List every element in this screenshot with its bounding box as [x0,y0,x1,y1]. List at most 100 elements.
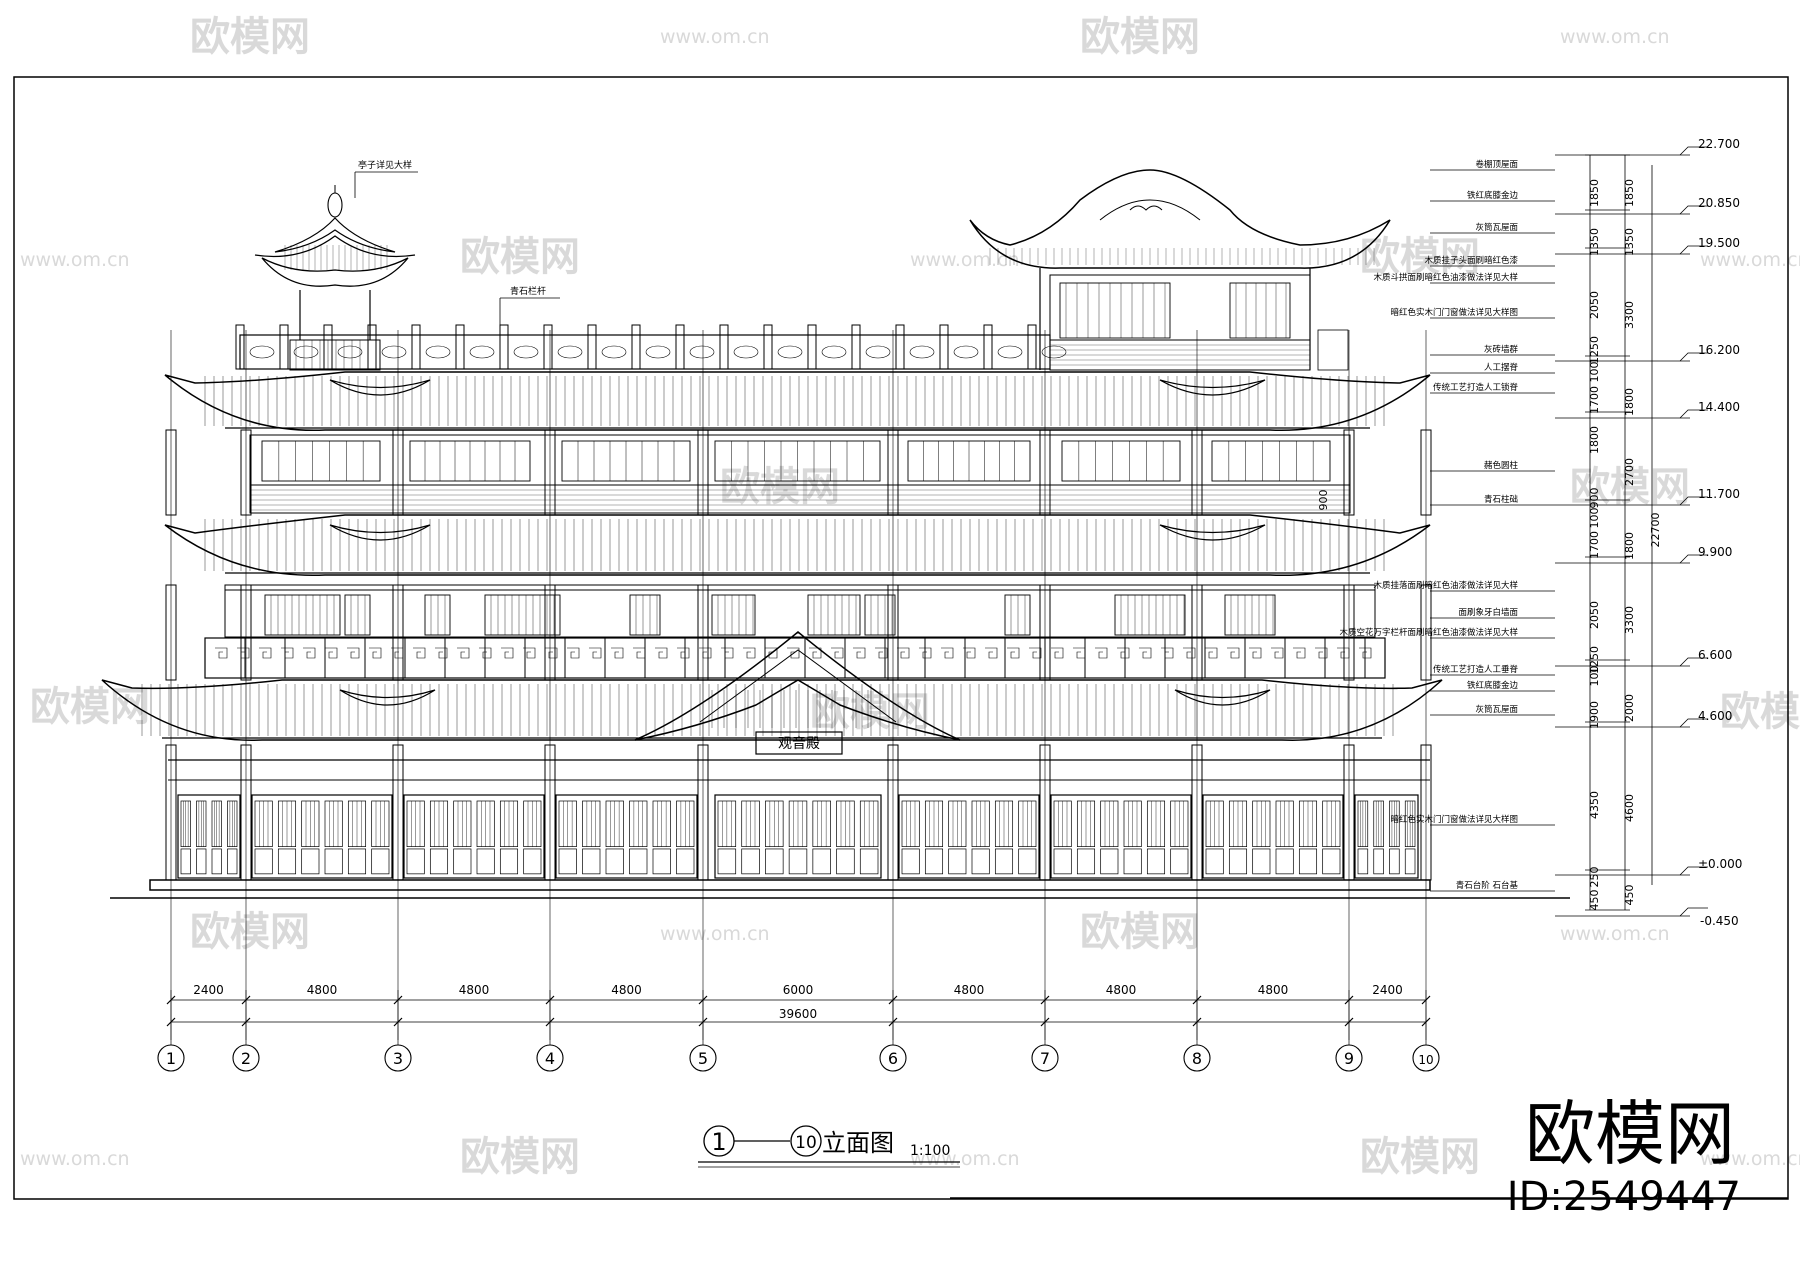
axis-marker: 4 [536,990,564,1072]
watermark-logo: 欧模网 [190,14,310,60]
column [1039,744,1051,881]
callout: 传统工艺打造人工锁脊 [1430,382,1555,394]
balustrade-post [939,324,949,370]
window [424,594,451,636]
watermark-url: www.om.cn [20,249,130,271]
axis-marker: 2 [232,990,260,1072]
elevation-mark: 6.600 [1555,648,1732,667]
railing-fret [303,647,316,659]
watermark-logo: 欧模网 [190,909,310,955]
window [261,440,381,482]
door-bay [1050,794,1192,879]
callout-text: 青石台阶 石台基 [1456,880,1519,891]
railing-fret [1205,647,1218,659]
railing-fret [1073,647,1086,659]
door-bay [898,794,1040,879]
door-bay [555,794,698,879]
elevation-value: 22.700 [1698,137,1740,151]
door-bay [403,794,545,879]
railing-fret [985,647,998,659]
railing-fret [611,647,624,659]
callout-text: 暗红色实木门门窗做法详见大样图 [1390,814,1518,825]
vertical-dimensions: 1850135020501250100170018009001001700205… [1317,154,1662,911]
railing-fret [809,647,822,659]
balustrade-cloud-panel [733,345,759,359]
watermark-logo: 欧模网 [460,1134,580,1180]
railing-fret [1007,647,1020,659]
watermark-layer: 欧模网欧模网欧模网欧模网欧模网欧模网欧模网欧模网欧模网欧模网欧模网欧模网欧模网w… [20,14,1800,1180]
railing-fret [743,647,756,659]
window [344,594,371,636]
column [165,744,177,881]
roof-pavilion [254,185,416,371]
callout-text: 铁红底膝金边 [1467,680,1519,691]
balustrade-cloud-panel [953,345,979,359]
window [1004,594,1031,636]
elevation-marks: 22.70020.85019.50016.20014.40011.7009.90… [1555,137,1742,928]
span-dim-value: 4800 [459,983,490,997]
railing-fret [1183,647,1196,659]
watermark-logo: 欧模网 [1720,689,1800,735]
axis-marker: 5 [689,990,717,1072]
railing-fret [963,647,976,659]
railing-fret [941,647,954,659]
balustrade-cloud-panel [337,345,363,359]
dim-inner-value: 1350 [1588,228,1601,256]
axis-label: 10 [1418,1053,1433,1067]
elevation-mark: 20.850 [1555,196,1740,215]
entrance-gable [634,631,961,741]
eave-corner-gable [1174,689,1271,706]
railing-fret [413,647,426,659]
window [409,440,531,482]
railing-fret [853,647,866,659]
callout: 铁红底膝金边 [1430,190,1555,202]
window [714,440,881,482]
balustrade-cloud-panel [425,345,451,359]
dim-mid-value: 1850 [1623,179,1636,207]
watermark-url: www.om.cn [1700,1148,1800,1170]
eave-roof [164,514,1431,577]
watermark-logo: 欧模网 [1360,1134,1480,1180]
railing-fret [1337,647,1350,659]
label-pavilion: 亭子详见大样 [354,159,418,198]
balustrade-cloud-panel [557,345,583,359]
column [1420,429,1432,516]
column [165,584,177,681]
balustrade-cloud-panel [469,345,495,359]
eave-corner-gable [329,379,431,396]
railing-fret [347,647,360,659]
balustrade-cloud-panel [997,345,1023,359]
window [561,440,691,482]
window [907,440,1031,482]
column [1343,584,1355,681]
column [1191,584,1203,681]
signboard-text: 观音殿 [778,735,820,752]
elevation-value: 6.600 [1698,648,1732,662]
railing-fret [1161,647,1174,659]
balustrade-post [411,324,421,370]
elevation-value: 20.850 [1698,196,1740,210]
balustrade-cloud-panel [865,345,891,359]
railing-fret [1117,647,1130,659]
railing-fret [655,647,668,659]
railing-fret [831,647,844,659]
eave-corner-gable [329,524,431,541]
railing-fret [897,647,910,659]
window [629,594,661,636]
span-dim-value: 4800 [307,983,338,997]
window [484,594,561,636]
callout: 暗红色实木门门窗做法详见大样图 [1390,307,1555,319]
brand-id: ID:2549447 [1507,1174,1741,1220]
callout: 灰筒瓦屋面 [1430,704,1555,716]
balustrade-post [543,324,553,370]
dim-inner-value: 2050 [1588,601,1601,629]
total-dim-value: 39600 [779,1007,817,1021]
watermark-url: www.om.cn [1560,26,1670,48]
axis-marker: 6 [879,990,907,1072]
third-floor-wall [249,434,1351,486]
callout-text: 暗红色实木门门窗做法详见大样图 [1390,307,1518,318]
callout-text: 灰筒瓦屋面 [1475,704,1518,715]
callout: 灰筒瓦屋面 [1430,222,1555,234]
balustrade-cloud-panel [689,345,715,359]
elevation-mark: 9.900 [1555,545,1732,564]
